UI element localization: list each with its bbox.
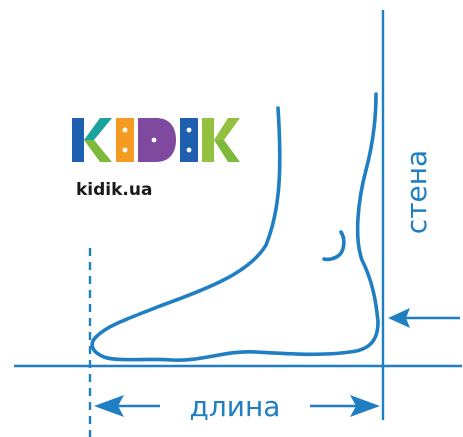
logo-url: kidik.ua	[76, 180, 152, 200]
foot-outline	[90, 92, 380, 363]
logo-letter-i1	[116, 118, 134, 162]
logo-letter-d	[138, 118, 176, 162]
length-label: длина	[190, 390, 281, 423]
kidik-logo	[72, 118, 240, 162]
arrow-right-icon	[350, 395, 380, 417]
ankle-mark	[322, 230, 346, 262]
logo-letter-k2	[202, 118, 240, 162]
arrow-left-icon	[94, 395, 124, 417]
wall-label: стена	[400, 150, 433, 234]
logo-letter-i2	[180, 118, 198, 162]
logo-letter-k1	[72, 118, 112, 162]
arrow-left-icon	[388, 308, 410, 328]
